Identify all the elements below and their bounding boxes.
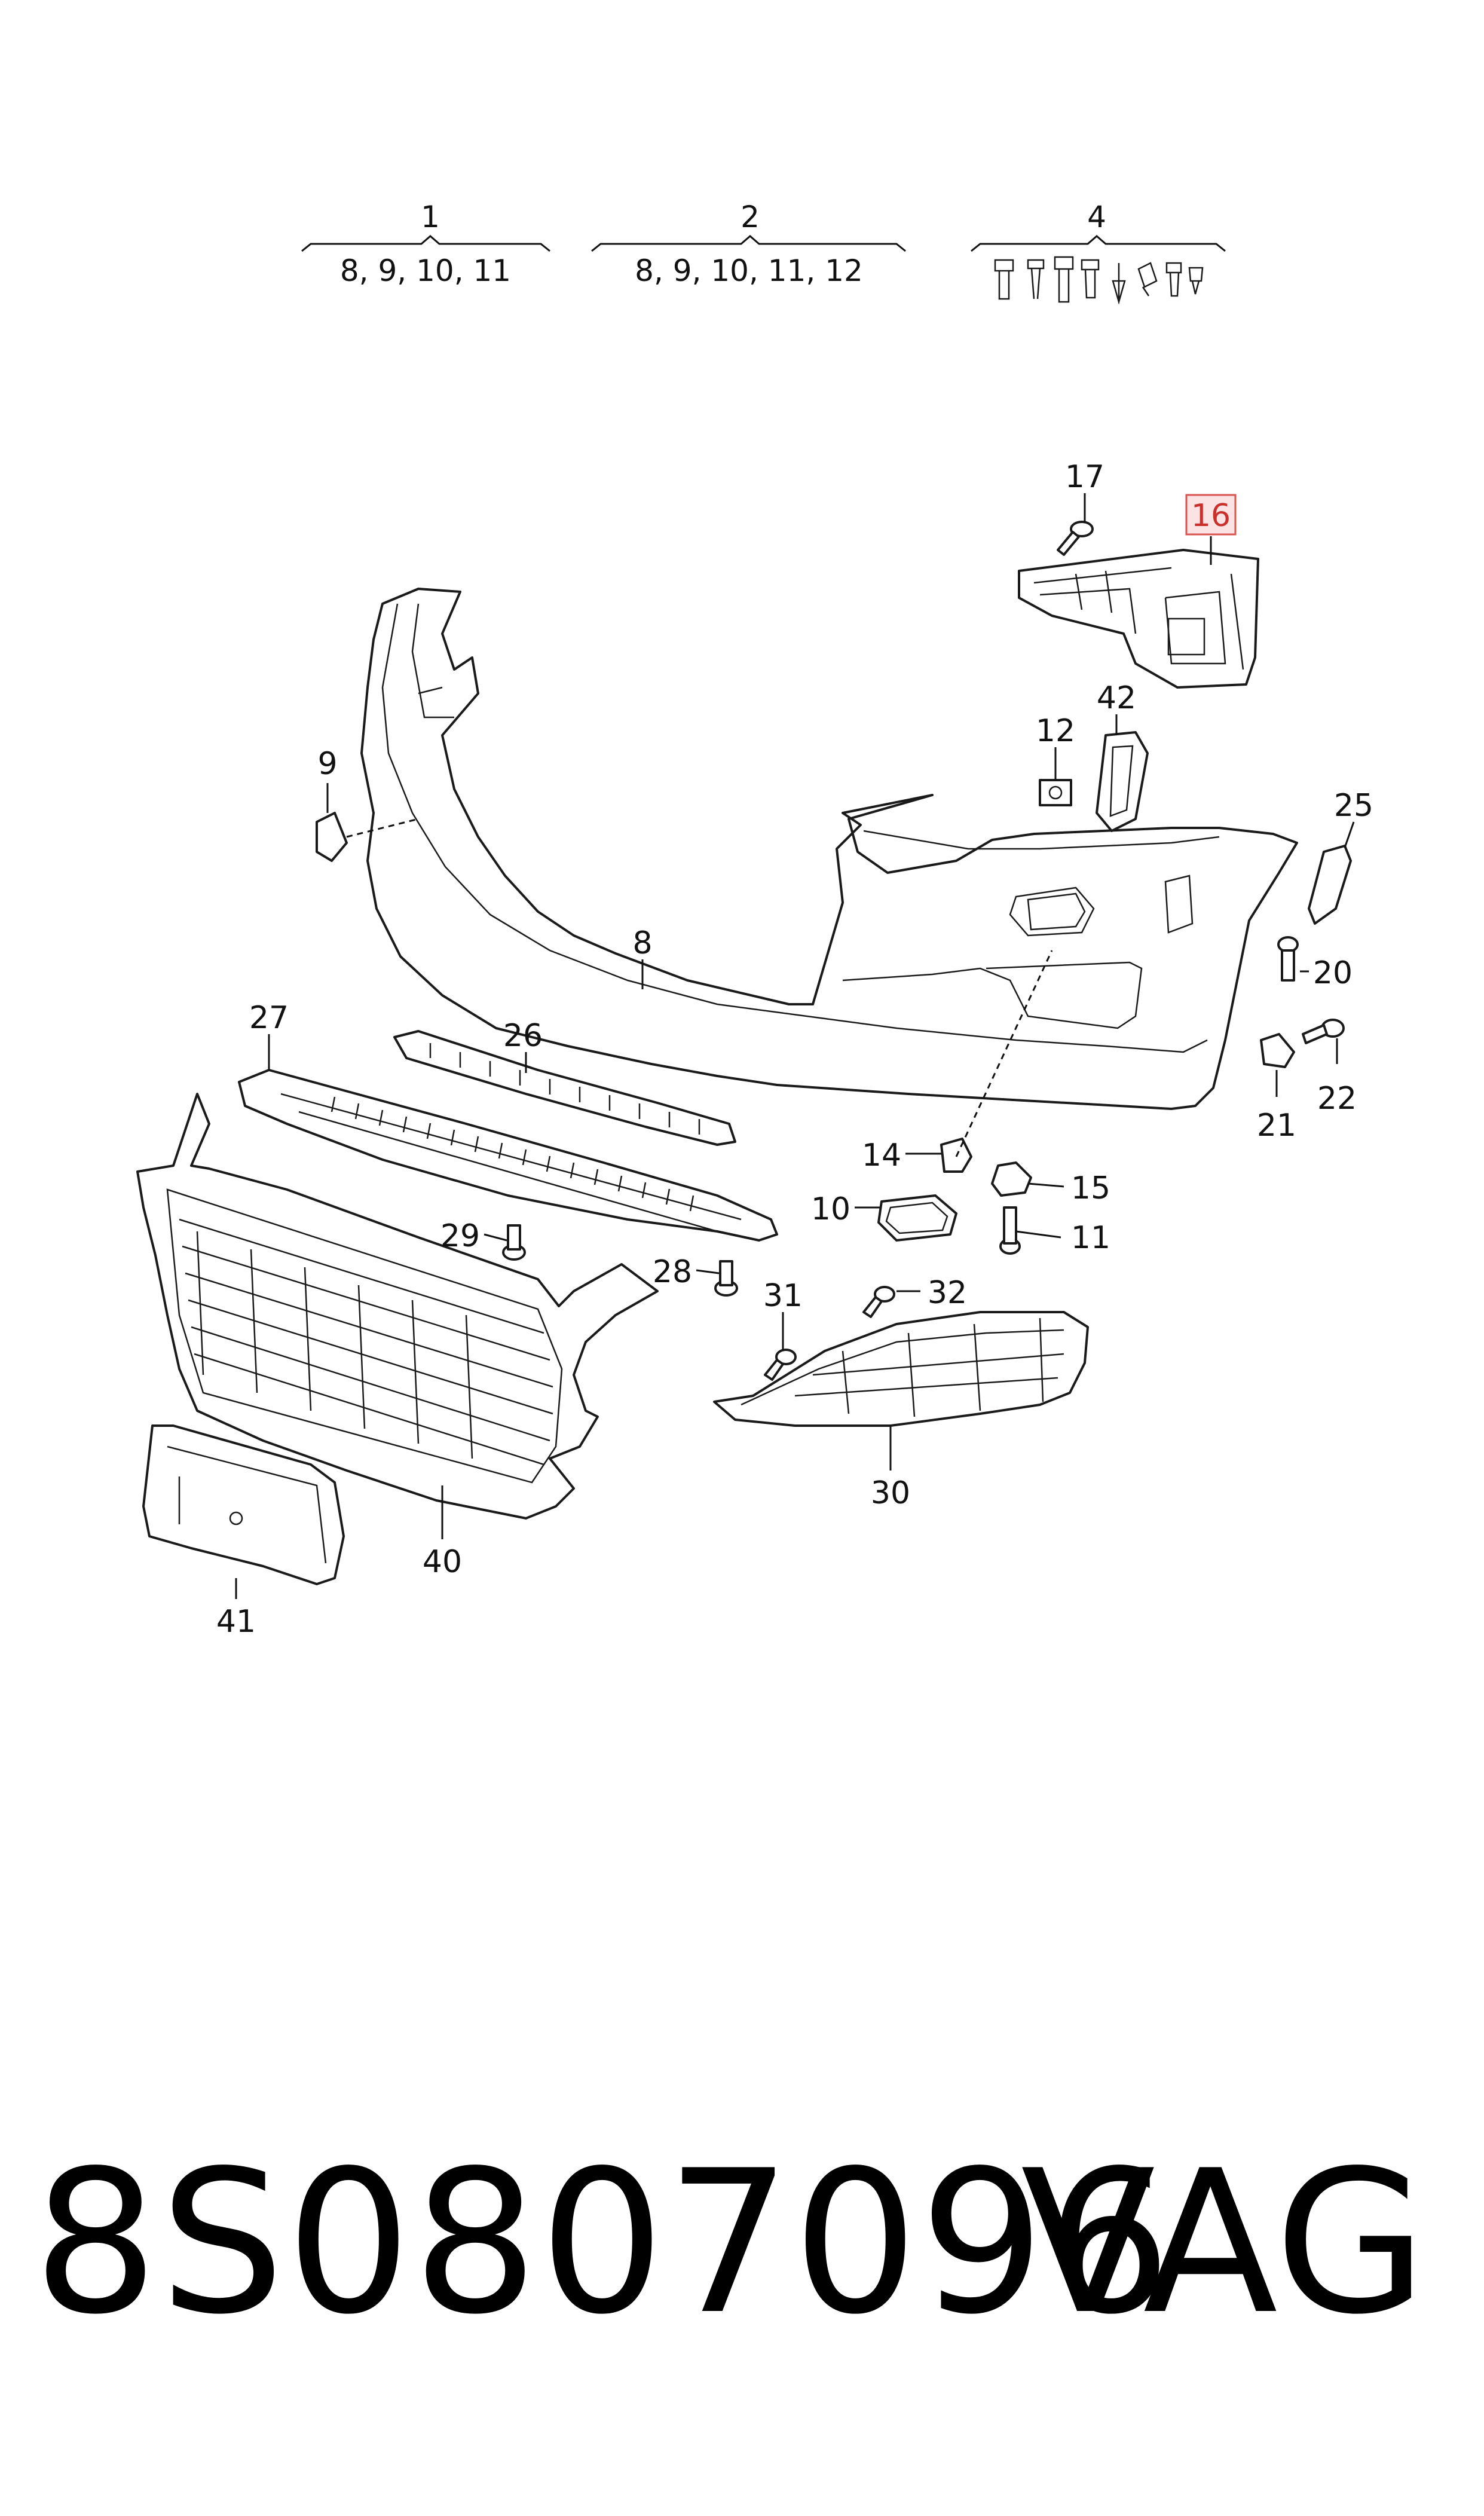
part-29-screw: [502, 1224, 526, 1261]
part-10-cap: [877, 1194, 957, 1242]
part-12-nut: [1039, 779, 1072, 806]
callout-21: 21: [1257, 1108, 1296, 1144]
part-15-nut: [991, 1161, 1032, 1197]
callout-20: 20: [1313, 955, 1353, 991]
callout-40: 40: [423, 1544, 462, 1580]
group-2-label: 2: [741, 200, 760, 234]
callout-12: 12: [1036, 713, 1075, 749]
part-42-trim: [1096, 731, 1149, 832]
callout-26: 26: [503, 1018, 543, 1054]
part-21-clip: [1260, 1033, 1295, 1068]
callout-15: 15: [1071, 1170, 1110, 1206]
part-41-plate-holder: [142, 1424, 345, 1585]
footer: 8S0807096 VAG: [0, 2128, 1484, 2379]
callout-11: 11: [1071, 1220, 1110, 1256]
part-11-screw: [999, 1206, 1021, 1255]
group-1-label: 1: [421, 200, 440, 234]
part-25-reflector: [1308, 845, 1352, 925]
callout-41: 41: [216, 1604, 256, 1640]
leader-lines: [235, 493, 1355, 1599]
callout-17: 17: [1065, 459, 1104, 495]
part-number: 8S0807096: [33, 2128, 1173, 2358]
callout-16: 16: [1191, 498, 1231, 534]
brand-name: VAG: [1020, 2128, 1427, 2358]
part-32-screw: [862, 1286, 895, 1318]
part-28-screw: [714, 1260, 738, 1297]
callout-25: 25: [1334, 788, 1373, 824]
group-2-items: 8, 9, 10, 11, 12: [635, 253, 863, 288]
part-8-bumper-cover: [360, 588, 1298, 1110]
callout-10: 10: [811, 1191, 850, 1227]
fastener-kit-icons: [994, 256, 1204, 305]
part-9-clip: [316, 812, 419, 862]
part-31-screw: [764, 1349, 797, 1381]
callout-14: 14: [862, 1138, 901, 1173]
group-1-items: 8, 9, 10, 11: [340, 253, 511, 288]
callout-32: 32: [928, 1275, 967, 1311]
part-30-fog-grille: [713, 1311, 1089, 1427]
callout-labels: 9 8 12 42 17 16 25 20 21 22 26 27 14 10 …: [216, 459, 1373, 1640]
highlight-box-16: [1185, 494, 1237, 536]
callout-28: 28: [653, 1254, 692, 1290]
callout-27: 27: [249, 1000, 289, 1036]
callout-8: 8: [632, 925, 652, 961]
callout-29: 29: [440, 1218, 480, 1254]
part-27-spoiler-bracket: [238, 1069, 778, 1242]
part-20-screw: [1277, 936, 1299, 982]
callout-9: 9: [317, 746, 337, 782]
callout-22: 22: [1317, 1081, 1357, 1117]
part-16-bracket: [1018, 549, 1259, 689]
part-26-guide-rail: [393, 1030, 736, 1146]
group-4: 4: [971, 200, 1226, 305]
callout-42: 42: [1097, 680, 1136, 716]
part-17-screw: [1057, 521, 1094, 556]
callout-30: 30: [871, 1475, 910, 1511]
part-22-screw: [1302, 1019, 1345, 1044]
group-4-label: 4: [1087, 200, 1106, 234]
group-1: 1 8, 9, 10, 11: [301, 200, 550, 288]
group-2: 2 8, 9, 10, 11, 12: [591, 200, 906, 288]
part-40-grille: [136, 1093, 659, 1520]
callout-31: 31: [763, 1278, 803, 1314]
